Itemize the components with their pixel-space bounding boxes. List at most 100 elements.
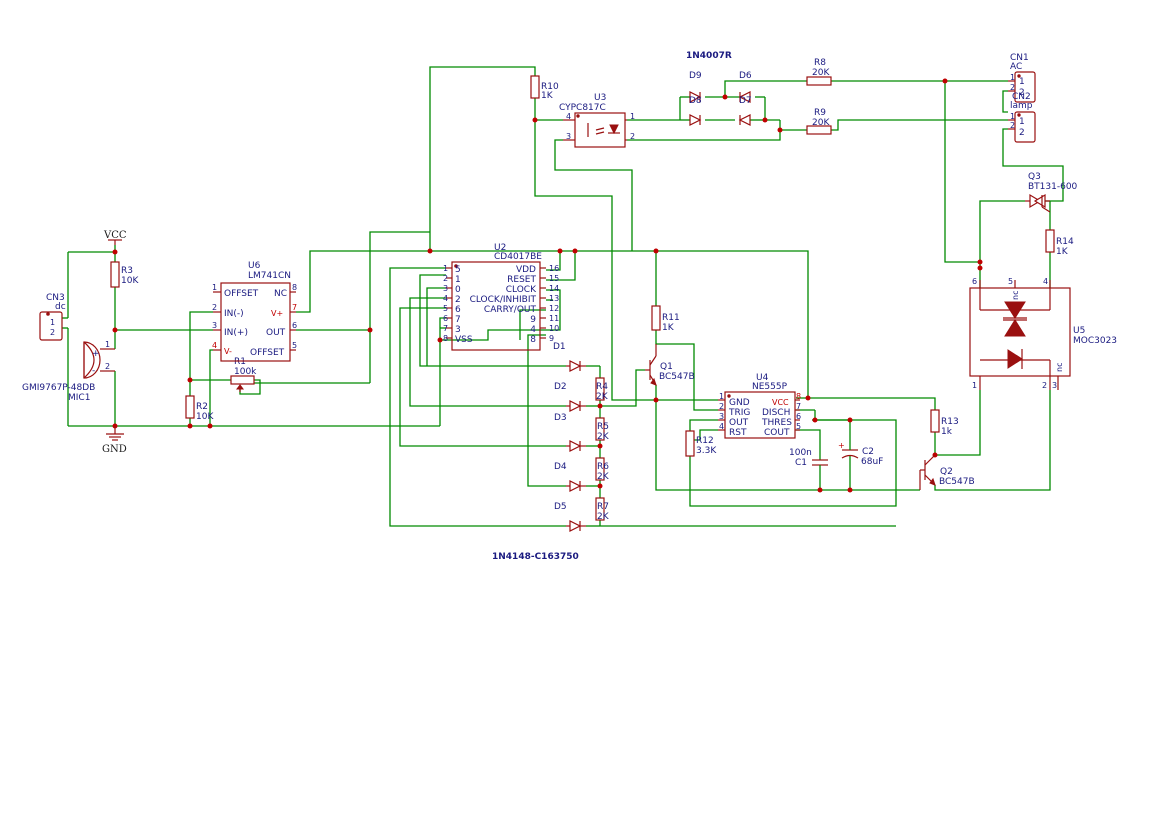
r4-value: 2K [596,392,609,402]
u2-right-pin-number: 9 [549,334,554,343]
cn2-pin2-out: 2 [1010,121,1015,130]
mic1-pin2: 2 [105,362,110,371]
u2-value: CD4017BE [494,252,542,262]
u2-left-pin-number: 6 [443,314,448,323]
u2-left-pin-number: 7 [443,324,448,333]
r3-ref: R3 [121,266,133,276]
u6-out: OUT [266,328,286,338]
r14-ref: R14 [1056,237,1074,247]
u3-pin4: 4 [566,112,571,121]
u2-right-pin-number: 14 [549,284,559,293]
c1-ref: C1 [795,458,807,468]
d8-ref: D8 [689,96,702,106]
rectifier-caption: 1N4007R [686,51,732,61]
r10-ref: R10 [541,82,559,92]
u6-pin4: 4 [212,341,217,350]
u5-pin3: 3 [1052,381,1057,390]
c2-ref: C2 [862,447,874,457]
u2-right-pin-number: 12 [549,304,559,313]
d4-ref: D4 [554,462,567,472]
u4-vcc: VCC [772,398,789,407]
u2-right-pin-number: 11 [549,314,559,323]
u6-pin5: 5 [292,341,297,350]
u6-nc: NC [274,289,287,299]
d3-ref: D3 [554,413,567,423]
u2-right-pin-name: CLOCK [506,285,537,295]
q2-ref: Q2 [940,467,953,477]
u4-pin3: 3 [719,412,724,421]
cn3-pin2: 2 [50,328,55,337]
r6-value: 2K [597,472,610,482]
transistor-q2: Q2 BC547B [919,454,975,490]
c2-plus: + [838,441,845,450]
u2-left-pin-name: 0 [455,285,461,295]
u2-right-pin-name: CARRY/OUT [484,305,537,315]
diode-d6: D6 [738,71,752,103]
u4-thres: THRES [761,418,792,428]
diode-d4: D4 [554,462,586,492]
resistor-r5: R5 2K [595,417,610,442]
u6-pin6: 6 [292,321,297,330]
u2-left-pin-number: 4 [443,294,448,303]
resistor-r6: R6 2K [595,457,610,482]
u4-pin1: 1 [719,392,724,401]
resistor-r11: R11 1K [651,305,680,333]
u2-right-pin-name: 8 [530,335,536,345]
u5-pin4: 4 [1043,277,1048,286]
potentiometer-r1: R1 100k [230,357,257,392]
cn3-value: dc [55,302,66,312]
diode-d5: D5 [554,502,586,532]
r1-value: 100k [234,367,257,377]
cn2-value: lamp [1010,101,1033,111]
transistor-q1: Q1 BC547B [645,344,695,386]
q3-ref: Q3 [1028,172,1041,182]
r11-ref: R11 [662,313,680,323]
u3-value: CYPC817C [559,103,606,113]
u6-offset1: OFFSET [224,289,259,299]
d5-ref: D5 [554,502,567,512]
u2-left-pin-name: 7 [455,315,461,325]
u2-right-pin-number: 10 [549,324,559,333]
cn1-ref: CN1 [1010,53,1029,63]
connector-cn3: CN3 dc 1 2 [39,293,66,341]
connector-cn1: CN1 AC 1 2 1 2 [1008,53,1036,103]
cn3-pin1: 1 [50,318,55,327]
u3-ref: U3 [594,93,606,103]
u2-left-pin-name: 2 [455,295,461,305]
u2-right-pin-name: CLOCK/INHIBIT [470,295,537,305]
wires [62,66,1064,527]
vcc-symbol: VCC [103,230,127,245]
gnd-symbol: GND [102,426,127,455]
capacitor-c2: + C2 68uF [838,441,883,467]
mic1-minus: - [92,366,95,376]
cn2-pin2: 2 [1019,128,1025,138]
resistor-r3: R3 10K [110,261,139,288]
u2-left-pin-number: 8 [443,334,448,343]
opamp-u6: U6 LM741CN OFFSET IN(-) IN(+) V- NC V+ O… [212,261,297,362]
r12-ref: R12 [696,436,714,446]
r3-value: 10K [121,276,139,286]
u4-pin4: 4 [719,422,724,431]
mic1-pin1: 1 [105,340,110,349]
diode-d9: D9 [689,71,702,103]
resistor-r4: R4 R4 2K [595,377,609,402]
r7-ref: R7 [597,502,609,512]
r8-value: 20K [812,68,830,78]
u4-pin8: 8 [796,392,801,401]
u6-in-plus: IN(+) [224,328,248,338]
u6-value: LM741CN [248,271,291,281]
u2-left-pin-number: 5 [443,304,448,313]
u2-right-pin-number: 15 [549,274,559,283]
u5-nc-top: nc [1011,291,1020,300]
r1-ref: R1 [234,357,246,367]
u2-ref: U2 [494,243,506,253]
junctions [112,78,983,493]
u6-ref: U6 [248,261,261,271]
u4-cout: COUT [764,428,790,438]
resistor-r12: R12 3.3K [685,430,717,457]
r7-value: 2K [597,512,610,522]
u2-left-pin-name: VSS [455,335,473,345]
u2-right-pin-name: 4 [530,325,536,335]
